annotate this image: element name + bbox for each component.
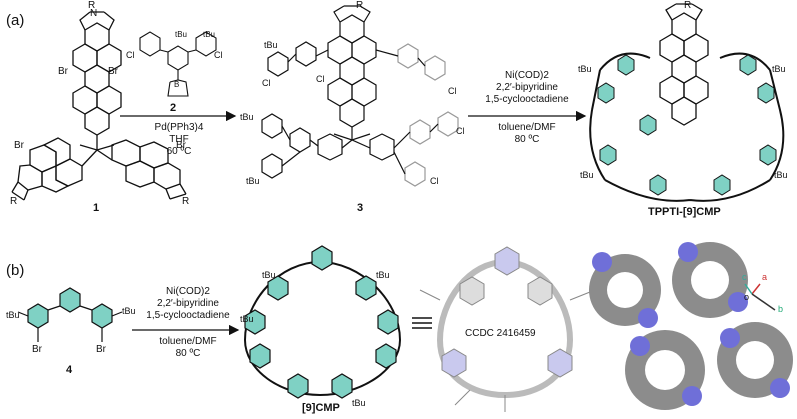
stepb-conditions-top: Ni(COD)2 2,2′-bipyridine 1,5-cyclooctadi…	[140, 286, 236, 322]
product-label: TPPTI-[9]CMP	[648, 206, 721, 218]
br-label: Br	[176, 140, 186, 151]
tbu-label: tBu	[264, 40, 278, 50]
br-label: Br	[96, 344, 106, 355]
r-label: R	[88, 0, 96, 11]
r-label: R	[182, 196, 190, 207]
axis-c-label: c	[742, 272, 747, 282]
step2-solvent: toluene/DMF	[498, 122, 556, 133]
step1-temp: 60 ºC	[166, 146, 192, 157]
br-label: Br	[58, 66, 68, 77]
tbu-label: tBu	[578, 64, 592, 74]
compound-4-structure	[17, 287, 123, 342]
cl-label: Cl	[126, 50, 135, 60]
step2-additive: 1,5-cyclooctadiene	[485, 94, 569, 105]
r-label: R	[356, 0, 364, 11]
tppti-cmp-teal-rings	[597, 54, 777, 196]
tbu-label: tBu	[580, 170, 594, 180]
br-label: Br	[32, 344, 42, 355]
step2-conditions-top: Ni(COD)2 2,2′-bipyridine 1,5-cyclooctadi…	[478, 70, 576, 106]
cl-label: Cl	[316, 74, 325, 84]
cl-label: Cl	[430, 176, 439, 186]
tbu-label: tBu	[240, 112, 254, 122]
b-label: B	[174, 80, 180, 89]
r-label: R	[684, 0, 692, 11]
axis-o-label: o	[744, 292, 750, 302]
compound-1-structure	[11, 11, 187, 201]
tbu-label: tBu	[774, 170, 788, 180]
tbu-label: tBu	[246, 176, 260, 186]
axis-b-label: b	[778, 304, 784, 314]
stepb-reagent: Ni(COD)2	[166, 286, 210, 297]
equivalence-sign	[412, 317, 432, 329]
tppti-cmp-structure	[589, 3, 785, 202]
stepb-ligand: 2,2′-bipyridine	[157, 298, 219, 309]
tbu-label: tBu	[772, 64, 786, 74]
step2-reagent: Ni(COD)2	[505, 70, 549, 81]
tbu-label: tBu	[262, 270, 276, 280]
compound-2-number: 2	[170, 102, 177, 114]
step1-conditions: Pd(PPh3)4 THF 60 ºC	[150, 122, 208, 158]
cmp9-label: [9]CMP	[302, 402, 340, 414]
r-label: R	[10, 196, 18, 207]
compound-3-number: 3	[357, 202, 364, 214]
axis-a-label: a	[762, 272, 768, 282]
crystal-structure	[419, 246, 591, 412]
panel-b-label: (b)	[6, 262, 25, 279]
br-label: Br	[108, 66, 118, 77]
ccdc-label: CCDC 2416459	[465, 328, 536, 339]
br-label: Br	[14, 140, 24, 151]
stepb-conditions-bottom: toluene/DMF 80 ºC	[140, 336, 236, 360]
cl-label: Cl	[448, 86, 457, 96]
compound-2-structure	[139, 31, 217, 97]
cl-label: Cl	[456, 126, 465, 136]
tbu-label: tBu	[175, 30, 188, 39]
panel-a-label: (a)	[6, 12, 25, 29]
stepb-solvent: toluene/DMF	[159, 336, 217, 347]
tbu-label: tBu	[6, 310, 20, 320]
n-label: N	[90, 8, 98, 19]
packing-view	[589, 240, 797, 419]
compound-3-structure	[261, 5, 459, 187]
step2-temp: 80 ºC	[514, 134, 540, 145]
step1-reagent: Pd(PPh3)4	[154, 122, 204, 133]
stepb-additive: 1,5-cyclooctadiene	[146, 310, 230, 321]
step1-solvent: THF	[169, 134, 189, 145]
compound-1-number: 1	[93, 202, 100, 214]
cl-label: Cl	[214, 50, 223, 60]
tbu-label: tBu	[122, 306, 136, 316]
stepb-temp: 80 ºC	[175, 348, 201, 359]
cl-label: Cl	[262, 78, 271, 88]
tbu-label: tBu	[240, 314, 254, 324]
step2-ligand: 2,2′-bipyridine	[496, 82, 558, 93]
step2-conditions-bottom: toluene/DMF 80 ºC	[478, 122, 576, 146]
tbu-label: tBu	[352, 398, 366, 408]
cmp9-structure	[243, 245, 402, 399]
tbu-label: tBu	[203, 30, 216, 39]
compound-4-number: 4	[66, 364, 73, 376]
tbu-label: tBu	[376, 270, 390, 280]
